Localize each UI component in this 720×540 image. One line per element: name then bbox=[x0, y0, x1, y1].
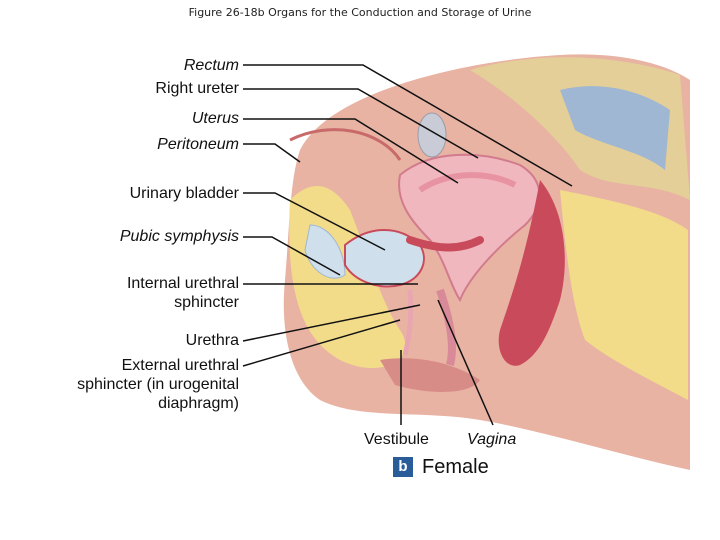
leader-peritoneum bbox=[243, 143, 301, 163]
label-right-ureter: Right ureter bbox=[155, 80, 239, 97]
label-uterus: Uterus bbox=[191, 110, 239, 127]
label-urinary-bladder: Urinary bladder bbox=[129, 185, 239, 202]
panel-caption: Female bbox=[422, 456, 489, 478]
label-internal-line-2: sphincter bbox=[174, 294, 239, 311]
vagina-shape bbox=[436, 288, 456, 366]
label-internal-line-1: Internal urethral bbox=[126, 275, 239, 292]
panel-letter-badge: b bbox=[393, 457, 413, 477]
label-external-urethral-sphincter: External urethral sphincter (in urogenit… bbox=[77, 356, 239, 413]
label-vagina: Vagina bbox=[467, 431, 517, 448]
leader-external-sphincter bbox=[242, 319, 401, 367]
leader-pubic-symphysis bbox=[243, 236, 341, 276]
leader-rectum bbox=[243, 64, 573, 187]
label-peritoneum: Peritoneum bbox=[157, 136, 239, 153]
peritoneum-membrane bbox=[289, 128, 402, 161]
leader-urethra bbox=[242, 304, 421, 342]
ovary-shape bbox=[417, 112, 447, 158]
external-genitalia bbox=[380, 358, 480, 392]
uterus-shape bbox=[398, 153, 541, 303]
label-rectum: Rectum bbox=[183, 57, 239, 74]
uterus-inner bbox=[418, 172, 517, 193]
leader-uterus bbox=[243, 118, 459, 184]
pubic-symphysis-shape bbox=[304, 224, 346, 279]
label-vestibule: Vestibule bbox=[364, 431, 429, 448]
spine-canal bbox=[560, 86, 670, 170]
leader-right-ureter bbox=[243, 88, 479, 159]
intestine-loop bbox=[406, 236, 484, 252]
label-external-line-2: sphincter (in urogenital bbox=[77, 376, 239, 393]
leader-lines bbox=[242, 64, 573, 426]
leader-urinary-bladder bbox=[243, 192, 386, 251]
label-external-line-3: diaphragm) bbox=[158, 395, 239, 412]
label-internal-urethral-sphincter: Internal urethral sphincter bbox=[127, 274, 239, 312]
urinary-bladder-shape bbox=[344, 229, 425, 288]
rectum-shape bbox=[498, 180, 565, 366]
label-external-line-1: External urethral bbox=[121, 357, 239, 374]
fat-tissue-2 bbox=[560, 190, 688, 400]
label-urethra: Urethra bbox=[185, 332, 239, 349]
urethra-shape bbox=[402, 289, 414, 356]
figure-title: Figure 26-18b Organs for the Conduction … bbox=[188, 6, 532, 19]
leader-vagina bbox=[437, 299, 494, 426]
label-pubic-symphysis: Pubic symphysis bbox=[119, 228, 239, 245]
